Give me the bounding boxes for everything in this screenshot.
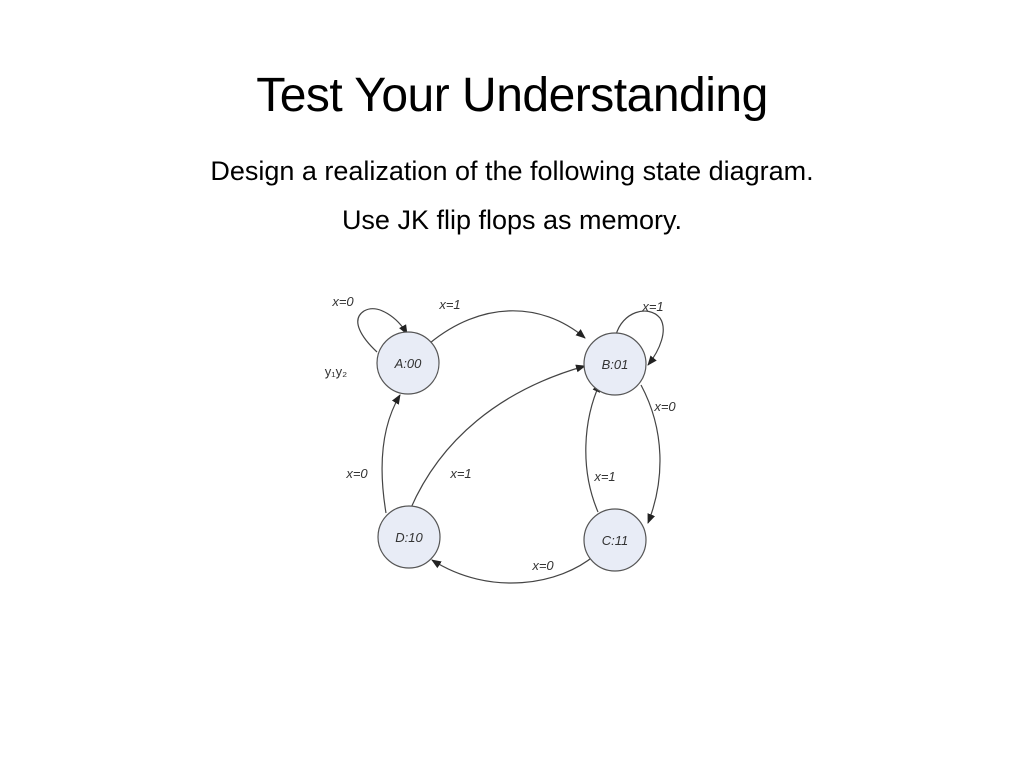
label-c-b: x=1 (593, 469, 615, 484)
label-a-a: x=0 (331, 294, 354, 309)
state-a: A:00 (376, 331, 440, 395)
transition-c-d (431, 554, 596, 584)
state-c: C:11 (583, 508, 647, 572)
state-c-label: C:11 (602, 533, 629, 548)
transition-d-b (409, 364, 586, 511)
instruction-line-2: Use JK flip flops as memory. (341, 205, 683, 235)
label-b-b: x=1 (641, 299, 663, 314)
state-d: D:10 (377, 505, 441, 569)
state-b: B:01 (583, 332, 647, 396)
transition-b-b (615, 310, 664, 366)
state-b-label: B:01 (602, 357, 629, 372)
transition-a-b (429, 310, 586, 344)
transition-b-c (640, 384, 661, 524)
label-c-d: x=0 (531, 558, 554, 573)
output-variables-label: y₁y₂ (325, 364, 347, 379)
label-d-a: x=0 (345, 466, 368, 481)
transition-d-a (381, 394, 401, 514)
label-a-b: x=1 (438, 297, 460, 312)
transition-a-a (357, 308, 408, 353)
transition-c-b (585, 382, 601, 513)
label-d-b: x=1 (449, 466, 471, 481)
instruction-line-1: Design a realization of the following st… (210, 156, 814, 186)
state-d-label: D:10 (395, 530, 423, 545)
slide-title: Test Your Understanding (256, 69, 768, 122)
state-a-label: A:00 (394, 356, 423, 371)
label-b-c: x=0 (653, 399, 676, 414)
